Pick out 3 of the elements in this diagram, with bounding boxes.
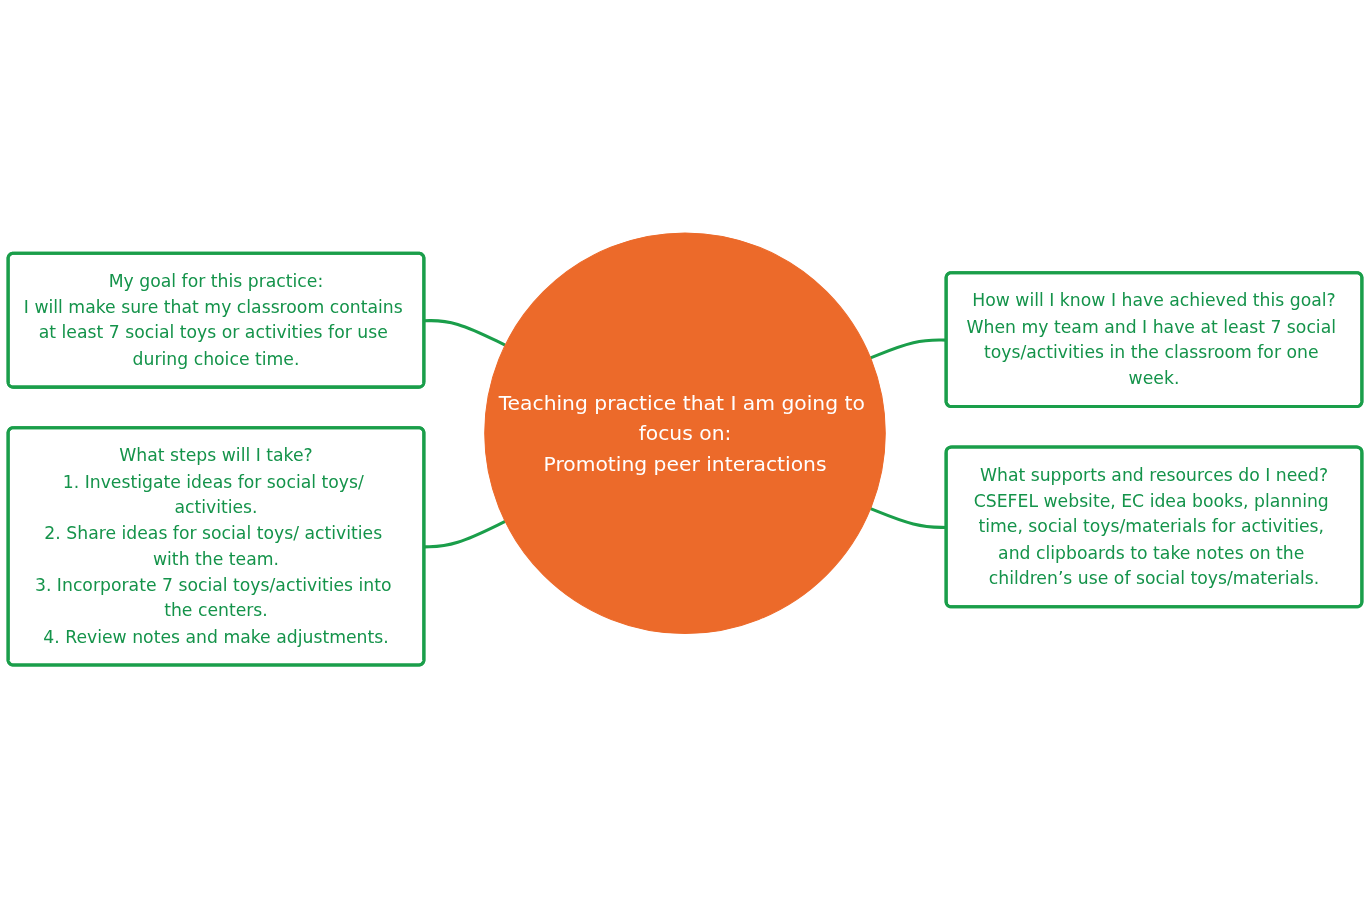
connector [424,319,506,347]
connector [424,520,506,549]
node-circle: Teaching practice that I am going to focus on: Promoting peer interactions [484,232,886,635]
